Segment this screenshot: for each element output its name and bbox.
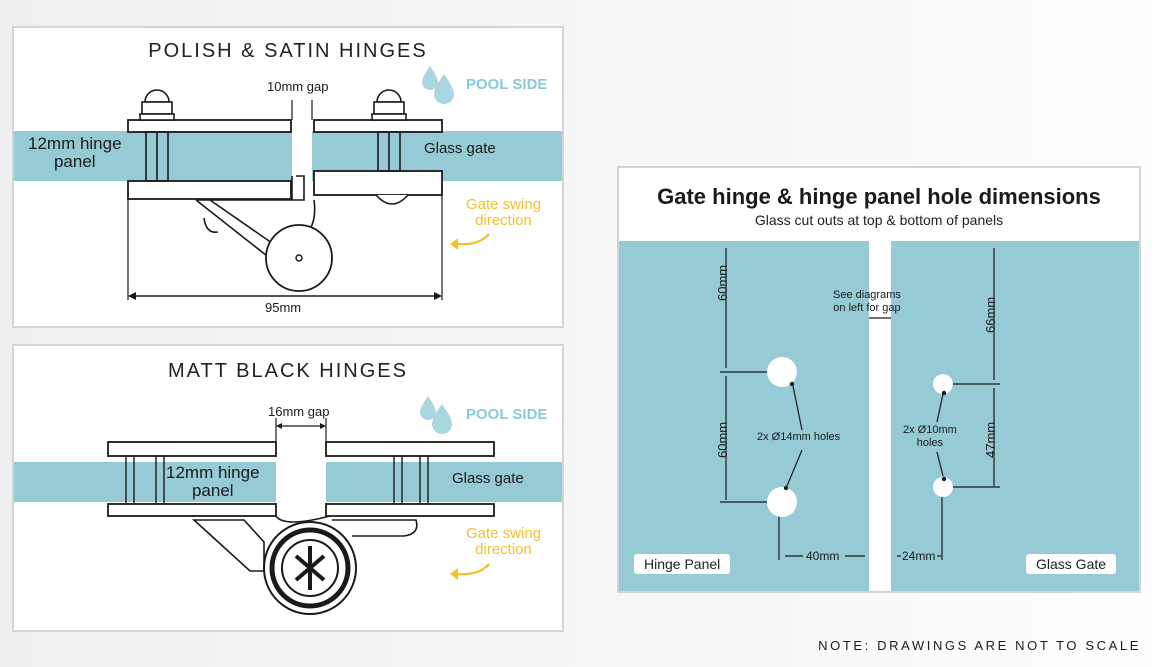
see-diagrams-note: See diagrams on left for gap [833,289,901,315]
right-top-plate [313,119,443,133]
hole-14mm-top [767,357,797,387]
matt-swing-line2: direction [475,541,532,558]
hole-10mm-top [933,374,953,394]
matt-left-top-plate [107,441,277,457]
hinge-panel-glass [619,241,869,591]
matt-hinge-panel-line1: 12mm hinge [166,463,260,482]
dims-subtitle: Glass cut outs at top & bottom of panels [754,212,1004,228]
polish-hinge-drawing [14,66,562,300]
see-diagrams-line1: See diagrams [833,289,901,301]
left-top-plate [127,119,292,133]
polish-width-label: 95mm [265,300,302,315]
matt-right-bottom-plate [325,503,495,517]
left-bottom-dim-label: 40mm [806,549,840,563]
matt-gap-label: 16mm gap [268,404,330,419]
hole-10mm-bottom [933,477,953,497]
matt-swing-line1: Gate swing [466,525,542,542]
polish-hinge-panel-line1: 12mm hinge [28,134,122,153]
polish-swing-line2: direction [475,212,532,229]
hole-dimensions-drawing [619,241,1139,591]
polish-glass-gate-label: Glass gate [424,140,496,157]
right-mid-dim-label: 47mm [983,421,998,458]
right-holes-line1: 2x Ø10mm [903,424,957,436]
hinge-panel-tag: Hinge Panel [634,554,731,574]
left-bottom-plate [127,180,292,200]
matt-hinge-panel-label: 12mm hinge panel [166,464,260,500]
matt-swing-label: Gate swing direction [466,526,541,558]
polish-pool-side-label: POOL SIDE [466,76,548,93]
right-bottom-dim-label: 24mm [902,549,936,563]
swing-arrow-icon [454,233,490,246]
water-drop-icon [422,66,438,90]
matt-hinge-drawing [14,396,562,615]
polish-title: POLISH & SATIN HINGES [148,40,428,62]
polish-hinge-panel-label: 12mm hinge panel [28,135,122,171]
polish-gap-label: 10mm gap [267,79,329,94]
glass-gate-tag: Glass Gate [1026,554,1117,574]
polish-swing-label: Gate swing direction [466,197,541,229]
hole-dimensions-panel: Gate hinge & hinge panel hole dimensions… [617,166,1141,593]
right-bolt-icon [371,89,407,172]
dims-title: Gate hinge & hinge panel hole dimensions [657,184,1101,209]
hole-14mm-bottom [767,487,797,517]
glass-gate-glass [891,241,1139,591]
polish-swing-line1: Gate swing [466,196,542,213]
matt-left-bottom-plate [107,503,277,517]
right-top-dim-label: 66mm [983,296,998,333]
right-holes-line2: holes [916,437,944,449]
matt-water-drop-icon [420,396,436,420]
matt-swing-arrow-icon [454,563,490,576]
right-holes-label: 2x Ø10mm holes [903,424,957,450]
polish-hinge-panel-line2: panel [53,152,96,171]
polish-glass-strip [14,131,562,181]
matt-right-top-plate [325,441,495,457]
left-top-dim-label: 60mm [715,264,730,301]
matt-glass-gate-label: Glass gate [452,470,524,487]
see-diagrams-line2: on left for gap [833,302,901,314]
matt-title: MATT BLACK HINGES [168,360,408,382]
matt-black-panel: MATT BLACK HINGES [12,344,564,632]
right-bottom-plate [313,170,443,196]
left-holes-label: 2x Ø14mm holes [757,431,841,443]
left-mid-dim-label: 60mm [715,421,730,458]
scale-note: NOTE: DRAWINGS ARE NOT TO SCALE [818,638,1141,653]
matt-pool-side-label: POOL SIDE [466,406,548,423]
polish-satin-panel: POLISH & SATIN HINGES [12,26,564,328]
matt-hinge-panel-line2: panel [191,481,234,500]
left-bolt-icon [139,89,175,182]
pivot-circle [265,224,333,292]
